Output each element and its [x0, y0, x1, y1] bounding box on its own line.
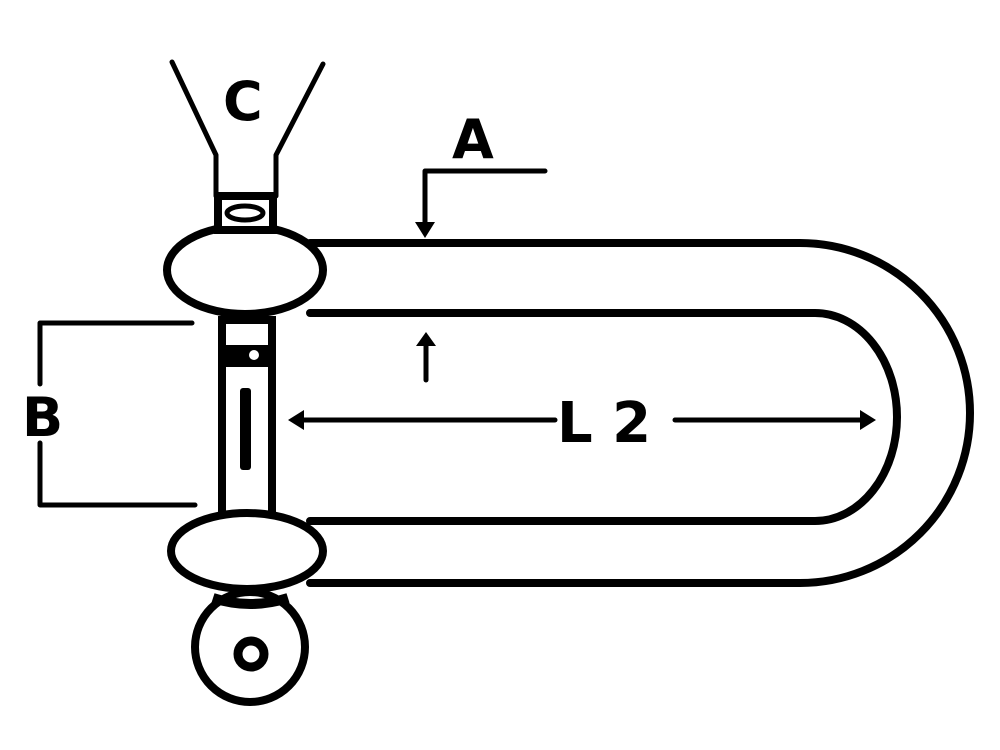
dimension-l2: L 2 [288, 391, 876, 456]
dimension-c: C [169, 59, 326, 199]
shackle-outer-outline [306, 239, 974, 587]
shackle-inner-outline [306, 309, 901, 525]
shackle-pin [218, 316, 276, 519]
top-neck-slot [224, 203, 266, 223]
thickness-arrow [416, 332, 436, 383]
dimension-a-leader [422, 168, 548, 225]
dimension-a-arrowhead [415, 222, 435, 238]
dimension-b-bracket-top [37, 320, 195, 387]
dimension-l2-label: L 2 [557, 391, 651, 456]
pin-thread-mark [240, 388, 251, 470]
pin-head-neck [211, 593, 290, 609]
pin-head [191, 588, 309, 706]
dimension-b-bracket-bottom [37, 440, 198, 508]
pin-head-hole [233, 636, 269, 672]
top-ear [163, 192, 327, 318]
dimension-c-left-line [169, 59, 219, 199]
top-ear-oval [163, 222, 327, 318]
bottom-ear-oval [167, 509, 327, 593]
dimension-c-right-line [273, 61, 326, 199]
dimension-a-label: A [452, 108, 494, 171]
shackle-body [306, 239, 974, 587]
dimension-l2-arrowhead-right [860, 410, 876, 430]
dimension-a: A [415, 108, 548, 238]
pin-hole [249, 350, 259, 360]
thickness-arrowhead [416, 332, 436, 346]
dimension-c-label: C [223, 70, 263, 133]
pin-collar-dark [226, 345, 268, 367]
dimension-l2-arrowhead-left [288, 410, 304, 430]
bottom-ear [167, 509, 327, 593]
dimension-b: B [22, 320, 198, 508]
dimension-b-label: B [22, 386, 63, 449]
